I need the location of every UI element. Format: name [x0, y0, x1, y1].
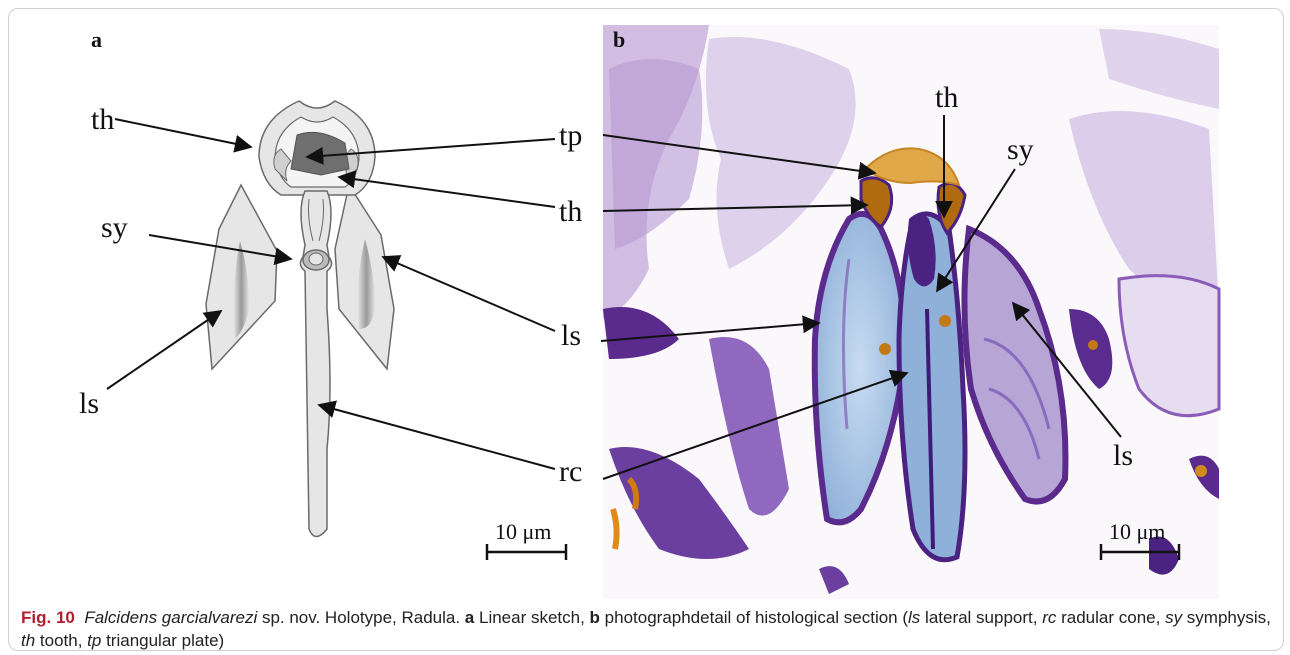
label-tp: tp: [559, 119, 582, 152]
label-th-photo: th: [935, 81, 958, 114]
caption-a-text: Linear sketch,: [474, 608, 589, 627]
caption-b-tag: b: [590, 608, 600, 627]
figure-caption: Fig. 10 Falcidens garcialvarezi sp. nov.…: [21, 606, 1271, 651]
scale-a-text: 10 μm: [495, 519, 551, 544]
panel-a-label: a: [91, 27, 102, 52]
caption-b-text: photographdetail of histological section…: [600, 608, 908, 627]
label-ls-photo: ls: [1113, 439, 1133, 472]
lateral-support-right: [335, 185, 394, 369]
scale-b-text: 10 μm: [1109, 519, 1165, 544]
caption-a-tag: a: [465, 608, 474, 627]
label-rc: rc: [559, 455, 582, 488]
arrow-rc-sketch: [319, 405, 555, 469]
sketch-panel: a: [79, 27, 566, 560]
figure-graphic: a: [9, 9, 1283, 599]
def-ls: lateral support,: [920, 608, 1042, 627]
label-sy-sketch: sy: [101, 211, 128, 244]
panel-b-label: b: [613, 27, 625, 52]
species-name: Falcidens garcialvarezi: [84, 608, 257, 627]
abbr-tp: tp: [87, 631, 101, 650]
abbr-ls: ls: [908, 608, 920, 627]
arrow-th-top: [115, 119, 251, 147]
label-th-mid: th: [559, 195, 582, 228]
label-ls-mid: ls: [561, 319, 581, 352]
def-sy: symphysis,: [1182, 608, 1271, 627]
def-rc: radular cone,: [1056, 608, 1165, 627]
label-th-top: th: [91, 103, 114, 136]
figure-frame: a: [8, 8, 1284, 651]
arrow-th-sketch: [339, 177, 555, 207]
label-sy-photo: sy: [1007, 133, 1034, 166]
abbr-rc: rc: [1042, 608, 1056, 627]
lateral-support-left: [206, 185, 277, 369]
arrow-ls-left: [107, 311, 221, 389]
symphysis: [303, 250, 329, 270]
abbr-th: th: [21, 631, 35, 650]
arrow-ls-sketch: [383, 257, 555, 331]
caption-intro: sp. nov. Holotype, Radula.: [257, 608, 465, 627]
scale-bar-a: 10 μm: [487, 519, 566, 560]
label-ls-left: ls: [79, 387, 99, 420]
def-tp: triangular plate): [101, 631, 224, 650]
figure-number: Fig. 10: [21, 608, 75, 627]
def-th: tooth,: [35, 631, 87, 650]
photo-panel: b th sy ls 10 μm: [603, 25, 1219, 599]
abbr-sy: sy: [1165, 608, 1182, 627]
radular-cone: [300, 191, 331, 537]
